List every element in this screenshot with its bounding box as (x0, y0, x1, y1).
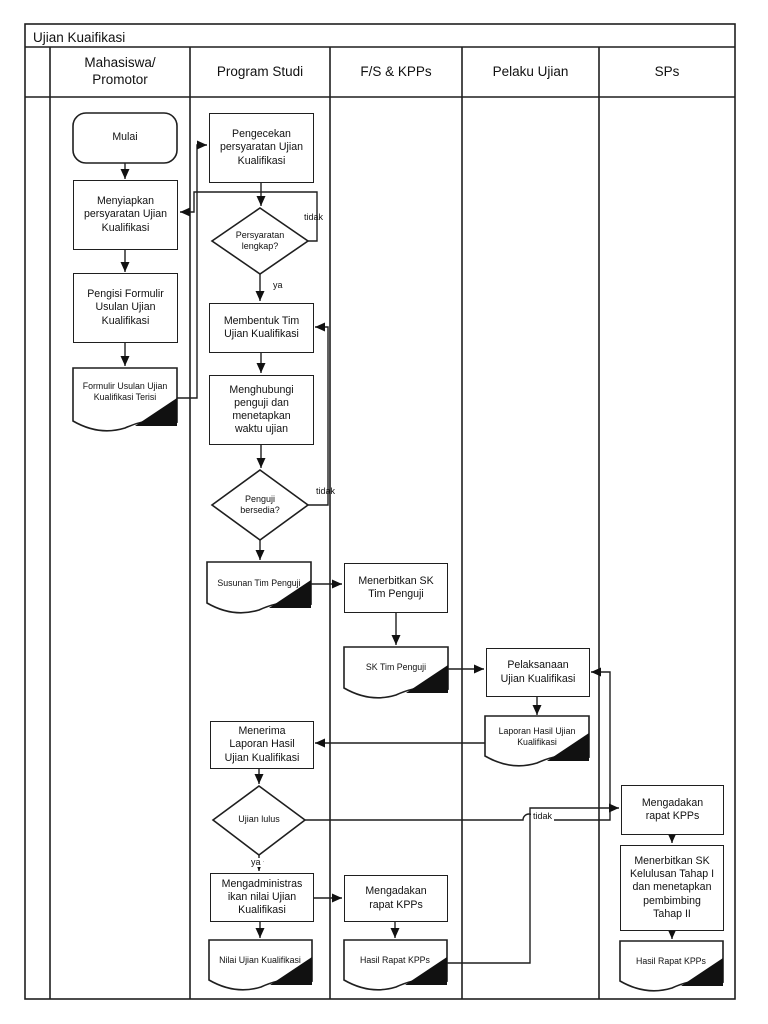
document-hasil-sps-shape (619, 940, 724, 992)
document-formulir-shape (72, 367, 178, 432)
process-mengadakan-sps: Mengadakan rapat KPPs (621, 785, 724, 835)
process-pengisi: Pengisi Formulir Usulan Ujian Kualifikas… (73, 273, 178, 343)
edge-hasilfs-mengadakansps (447, 803, 619, 964)
lane-header-pelaku-ujian: Pelaku Ujian (492, 63, 569, 79)
decision-persyaratan-label: Persyaratan lengkap? (235, 229, 285, 251)
branch-label-persyaratan-ya: ya (273, 280, 283, 290)
process-mengadministrasikan: Mengadministras ikan nilai Ujian Kualifi… (210, 873, 314, 922)
decision-persyaratan-shape (210, 207, 310, 275)
document-laporan-label: Laporan Hasil Ujian Kualifikasi (498, 726, 576, 747)
edge-persyaratan-tidak-menyiapkan (180, 191, 318, 242)
branch-label-persyaratan-tidak: tidak (304, 212, 324, 222)
document-laporan-shape (484, 715, 590, 767)
lane-header-mahasiswa-promotor: Mahasiswa/ Promotor (84, 55, 156, 87)
process-menghubungi: Menghubungi penguji dan menetapkan waktu… (209, 375, 314, 445)
outer-border (24, 23, 736, 1000)
document-susunan-label: Susunan Tim Penguji (217, 577, 301, 588)
lane-header-sps: SPs (654, 63, 680, 79)
edge-penguji-tidak-membentuk (308, 322, 329, 506)
document-nilai-label: Nilai Ujian Kualifikasi (219, 954, 301, 965)
process-menerima: Menerima Laporan Hasil Ujian Kualifikasi (210, 721, 314, 769)
document-sk-shape (343, 646, 449, 699)
branch-label-ujian-ya: ya (249, 857, 263, 867)
lane-header-program-studi: Program Studi (216, 63, 304, 79)
process-pelaksanaan: Pelaksanaan Ujian Kualifikasi (486, 648, 590, 697)
document-hasil-sps-label: Hasil Rapat KPPs (636, 955, 706, 966)
process-menerbitkan-sk: Menerbitkan SK Tim Penguji (344, 563, 448, 613)
decision-penguji-label: Penguji bersedia? (240, 493, 280, 515)
edge-ujian-tidak-pelaksanaan (305, 667, 611, 821)
document-formulir-label: Formulir Usulan Ujian Kualifikasi Terisi (82, 381, 168, 402)
decision-ujian-shape (211, 785, 307, 857)
process-mengadakan-fs: Mengadakan rapat KPPs (344, 875, 448, 922)
start-node-label: Mulai (112, 131, 138, 144)
swimlane-grid (24, 23, 736, 1000)
decision-ujian-label: Ujian lulus (238, 814, 280, 825)
diagram-title: Ujian Kuaifikasi (33, 30, 126, 45)
lane-header-fs-kpps: F/S & KPPs (360, 63, 432, 79)
process-menyiapkan: Menyiapkan persyaratan Ujian Kualifikasi (73, 180, 178, 250)
branch-label-penguji-tidak: tidak (316, 486, 336, 496)
process-membentuk: Membentuk Tim Ujian Kualifikasi (209, 303, 314, 353)
document-hasil-fs-shape (343, 939, 448, 991)
process-menerbitkan-kelulusan: Menerbitkan SK Kelulusan Tahap I dan men… (620, 845, 724, 931)
document-hasil-fs-label: Hasil Rapat KPPs (360, 954, 430, 965)
branch-label-ujian-tidak: tidak (531, 811, 555, 821)
document-susunan-shape (206, 561, 312, 614)
edge-formulir-pengecekan (177, 140, 207, 399)
start-node-shape (72, 112, 178, 164)
document-nilai-shape (208, 939, 313, 991)
process-pengecekan: Pengecekan persyaratan Ujian Kualifikasi (209, 113, 314, 183)
decision-penguji-shape (210, 469, 310, 541)
connectors (120, 140, 677, 964)
document-sk-label: SK Tim Penguji (365, 661, 427, 672)
